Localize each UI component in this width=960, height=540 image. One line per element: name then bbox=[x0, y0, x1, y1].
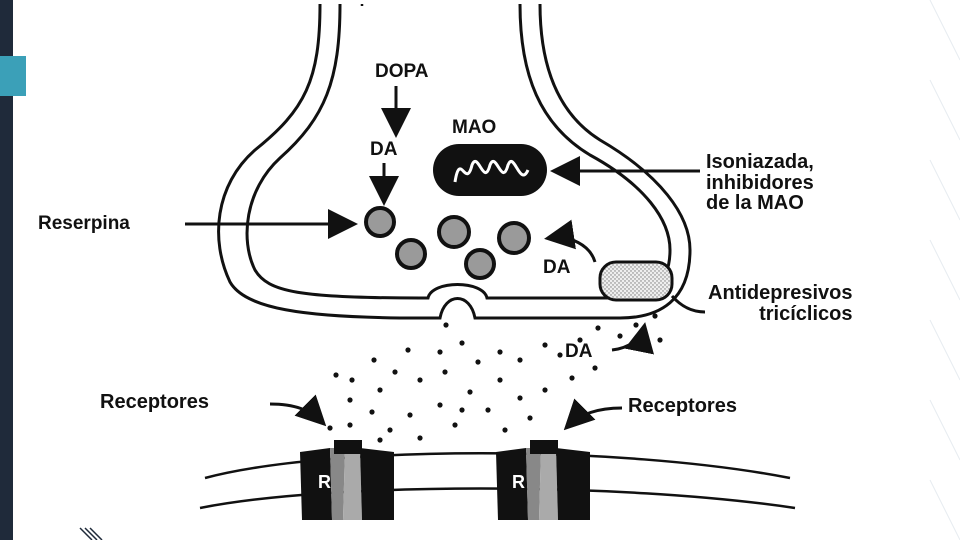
dopamine-molecules bbox=[327, 313, 663, 443]
da-reuptake-arrow bbox=[544, 219, 597, 263]
da-label-top: DA bbox=[370, 139, 398, 160]
isoniazida-line-3: de la MAO bbox=[706, 192, 804, 215]
receptores-left-label: Receptores bbox=[100, 391, 209, 413]
da-reuptake-label: DA bbox=[543, 257, 571, 278]
dopa-label: DOPA bbox=[375, 61, 429, 82]
vesicle bbox=[497, 221, 531, 255]
slide-left-border bbox=[0, 0, 13, 540]
receptor-left-r-label: R bbox=[318, 472, 331, 492]
slide-accent-square bbox=[0, 56, 26, 96]
da-released-label: DA bbox=[565, 341, 593, 362]
reuptake-transporter bbox=[598, 260, 674, 302]
reserpina-label: Reserpina bbox=[38, 213, 130, 234]
da-release-arrow bbox=[611, 322, 654, 355]
vesicle bbox=[395, 238, 427, 270]
isoniazida-line-2: inhibidores bbox=[706, 171, 814, 194]
isoniazida-label: Isoniazada, inhibidores de la MAO bbox=[706, 152, 814, 214]
antidepresivos-pointer bbox=[670, 294, 706, 314]
antidepresivos-line-2: tricíclicos bbox=[759, 303, 853, 325]
mao-enzyme bbox=[433, 144, 547, 196]
receptores-right-pointer bbox=[563, 398, 623, 431]
isoniazida-line-1: Isoniazada, bbox=[706, 151, 814, 173]
receptor-left bbox=[300, 440, 394, 520]
mao-label: MAO bbox=[452, 117, 497, 138]
receptor-right-r-label: R bbox=[512, 472, 525, 492]
vesicle bbox=[464, 248, 496, 280]
postsynaptic-membrane bbox=[199, 452, 796, 510]
receptores-left-pointer bbox=[269, 394, 327, 427]
vesicle bbox=[437, 215, 471, 249]
receptor-right bbox=[496, 440, 590, 520]
vesicles bbox=[364, 206, 531, 280]
antidepresivos-label: Antidepresivos tricíclicos bbox=[708, 283, 852, 325]
antidepresivos-line-1: Antidepresivos bbox=[708, 282, 853, 304]
presynaptic-terminal bbox=[217, 3, 692, 320]
vesicle bbox=[364, 206, 396, 238]
receptores-right-label: Receptores bbox=[628, 395, 737, 417]
